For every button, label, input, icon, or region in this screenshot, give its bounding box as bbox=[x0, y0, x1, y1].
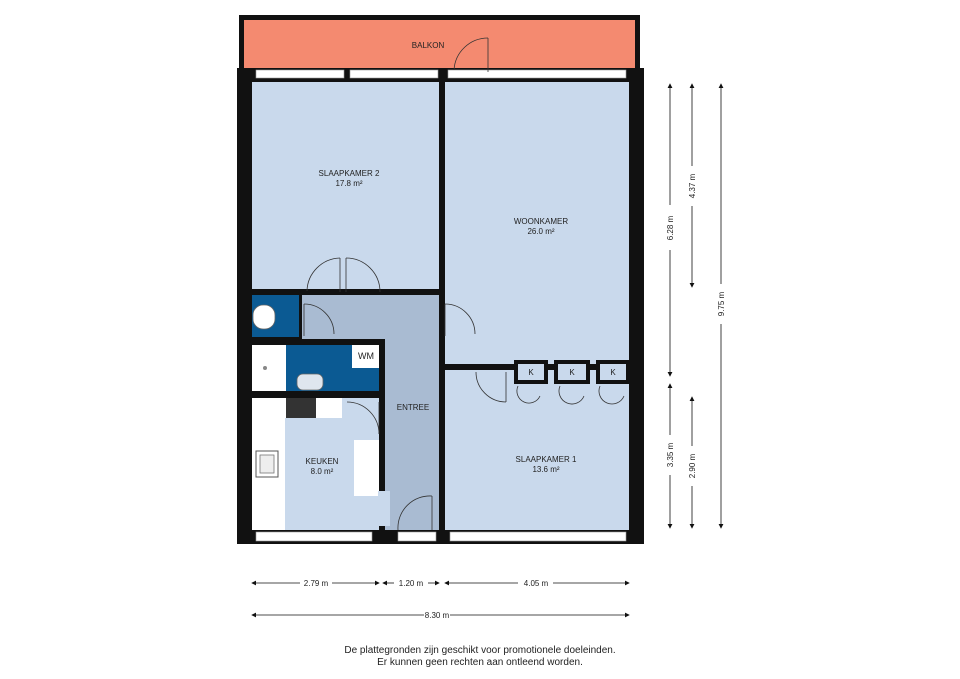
dim-width-1: 2.79 m bbox=[304, 579, 329, 588]
disclaimer-line-2: Er kunnen geen rechten aan ontleend word… bbox=[377, 657, 583, 668]
meter-cupboard bbox=[378, 491, 390, 526]
disclaimer-line-1: De plattegronden zijn geschikt voor prom… bbox=[344, 645, 616, 656]
toilet-bowl bbox=[252, 304, 276, 330]
room-entree bbox=[385, 295, 439, 530]
label-closet-3: K bbox=[610, 368, 616, 377]
label-wm: WM bbox=[358, 351, 374, 361]
stove bbox=[286, 398, 316, 418]
label-closet-1: K bbox=[528, 368, 534, 377]
room-woonkamer bbox=[445, 82, 629, 364]
horizontal-dimensions bbox=[251, 580, 630, 618]
label-keuken: KEUKEN bbox=[306, 457, 339, 466]
sink-basin bbox=[259, 454, 275, 474]
closet-1-inner bbox=[518, 364, 544, 380]
windows bbox=[255, 69, 627, 542]
door-swings bbox=[303, 37, 625, 531]
dim-total-height: 9.75 m bbox=[717, 291, 726, 316]
disclaimer: De plattegronden zijn geschikt voor prom… bbox=[0, 645, 960, 669]
dim-width-3: 4.05 m bbox=[524, 579, 549, 588]
washbasin bbox=[296, 373, 324, 391]
dim-total-width: 8.30 m bbox=[425, 611, 450, 620]
label-closet-2: K bbox=[569, 368, 575, 377]
room-slaapkamer-2 bbox=[252, 82, 439, 289]
dim-width-2: 1.20 m bbox=[399, 579, 424, 588]
label-woonkamer: WOONKAMER bbox=[514, 217, 568, 226]
dim-height-lower-inner: 2.90 m bbox=[688, 453, 697, 478]
kitchen-counter-right bbox=[354, 440, 379, 496]
shower-drain bbox=[263, 366, 267, 370]
label-entree: ENTREE bbox=[397, 403, 429, 412]
vertical-dimensions bbox=[667, 83, 724, 529]
dim-height-lower: 3.35 m bbox=[666, 442, 675, 467]
area-slaapkamer-2: 17.8 m² bbox=[335, 179, 362, 188]
label-slaapkamer-2: SLAAPKAMER 2 bbox=[319, 169, 380, 178]
entree-vestibule bbox=[302, 295, 385, 339]
area-slaapkamer-1: 13.6 m² bbox=[532, 465, 559, 474]
shower-tray bbox=[252, 345, 286, 391]
wm-box bbox=[352, 345, 379, 368]
label-slaapkamer-1: SLAAPKAMER 1 bbox=[516, 455, 577, 464]
room-slaapkamer-1 bbox=[445, 370, 629, 530]
dim-height-upper-inner: 4.37 m bbox=[688, 173, 697, 198]
label-balkon: BALKON bbox=[412, 41, 445, 50]
area-keuken: 8.0 m² bbox=[311, 467, 334, 476]
dim-height-upper: 6.28 m bbox=[666, 215, 675, 240]
closet-2-inner bbox=[558, 364, 586, 380]
area-woonkamer: 26.0 m² bbox=[527, 227, 554, 236]
closet-3-inner bbox=[600, 364, 626, 380]
balcony-floor bbox=[244, 20, 635, 69]
